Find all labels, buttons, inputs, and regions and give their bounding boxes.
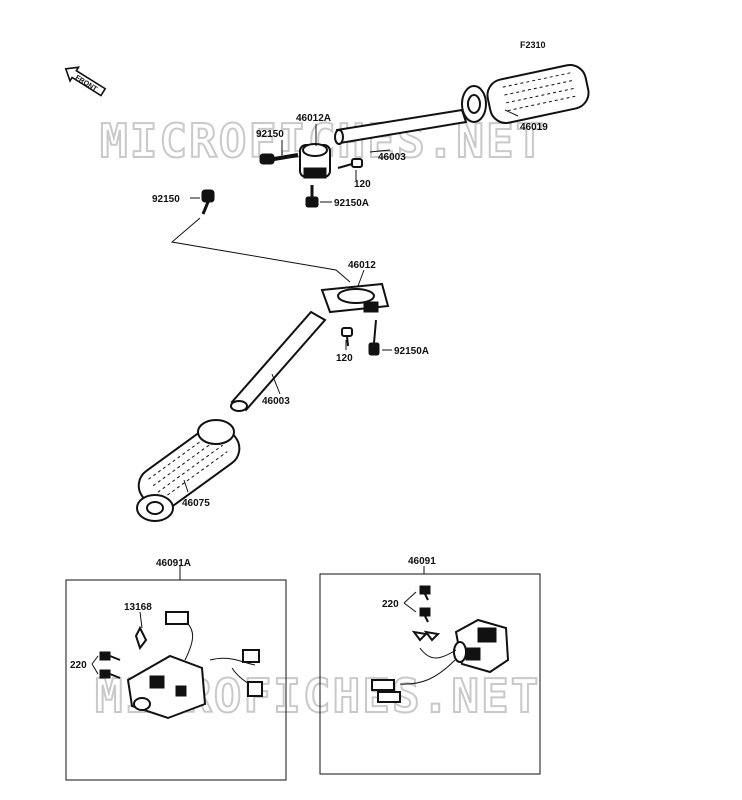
handlebar-switch-left xyxy=(126,611,263,720)
callout-120-top: 120 xyxy=(354,179,371,190)
callout-120-middle: 120 xyxy=(336,353,353,364)
throttle-tube-top xyxy=(334,108,468,145)
callout-46091a: 46091A xyxy=(156,558,191,569)
screw-120-middle xyxy=(341,327,353,347)
screw-92150a-middle xyxy=(368,319,380,356)
switch-box-left xyxy=(65,579,287,781)
callout-46075: 46075 xyxy=(182,498,210,509)
screws-220-left xyxy=(91,651,121,679)
callout-92150a-top: 92150A xyxy=(334,198,369,209)
callout-92150-middle: 92150 xyxy=(152,194,180,205)
front-arrow-icon: FRONT xyxy=(64,66,107,97)
throttle-housing-middle xyxy=(320,282,390,314)
callout-46091: 46091 xyxy=(408,556,436,567)
callout-220-left: 220 xyxy=(70,660,87,671)
switch-box-right xyxy=(319,573,541,775)
callout-46003-top: 46003 xyxy=(378,152,406,163)
callout-220-right: 220 xyxy=(382,599,399,610)
screws-220-right xyxy=(403,585,431,623)
leader-lines xyxy=(139,109,519,629)
callout-13168: 13168 xyxy=(124,602,152,613)
screw-92150a-top xyxy=(305,185,319,208)
left-grip xyxy=(136,419,241,522)
handlebar-switch-right xyxy=(371,618,510,703)
guide-line xyxy=(170,217,351,283)
callout-92150-top: 92150 xyxy=(256,129,284,140)
callout-92150a-middle: 92150A xyxy=(394,346,429,357)
throttle-housing-top xyxy=(299,143,331,179)
right-grip xyxy=(461,64,590,124)
callout-46019: 46019 xyxy=(520,122,548,133)
callout-46012a: 46012A xyxy=(296,113,331,124)
throttle-tube-middle xyxy=(230,310,327,412)
screw-92150-top xyxy=(259,153,299,165)
diagram-code: F2310 xyxy=(520,40,546,50)
callout-46012: 46012 xyxy=(348,260,376,271)
callout-46003-middle: 46003 xyxy=(262,396,290,407)
screw-120-top xyxy=(337,158,363,169)
screw-92150-middle xyxy=(201,189,215,215)
